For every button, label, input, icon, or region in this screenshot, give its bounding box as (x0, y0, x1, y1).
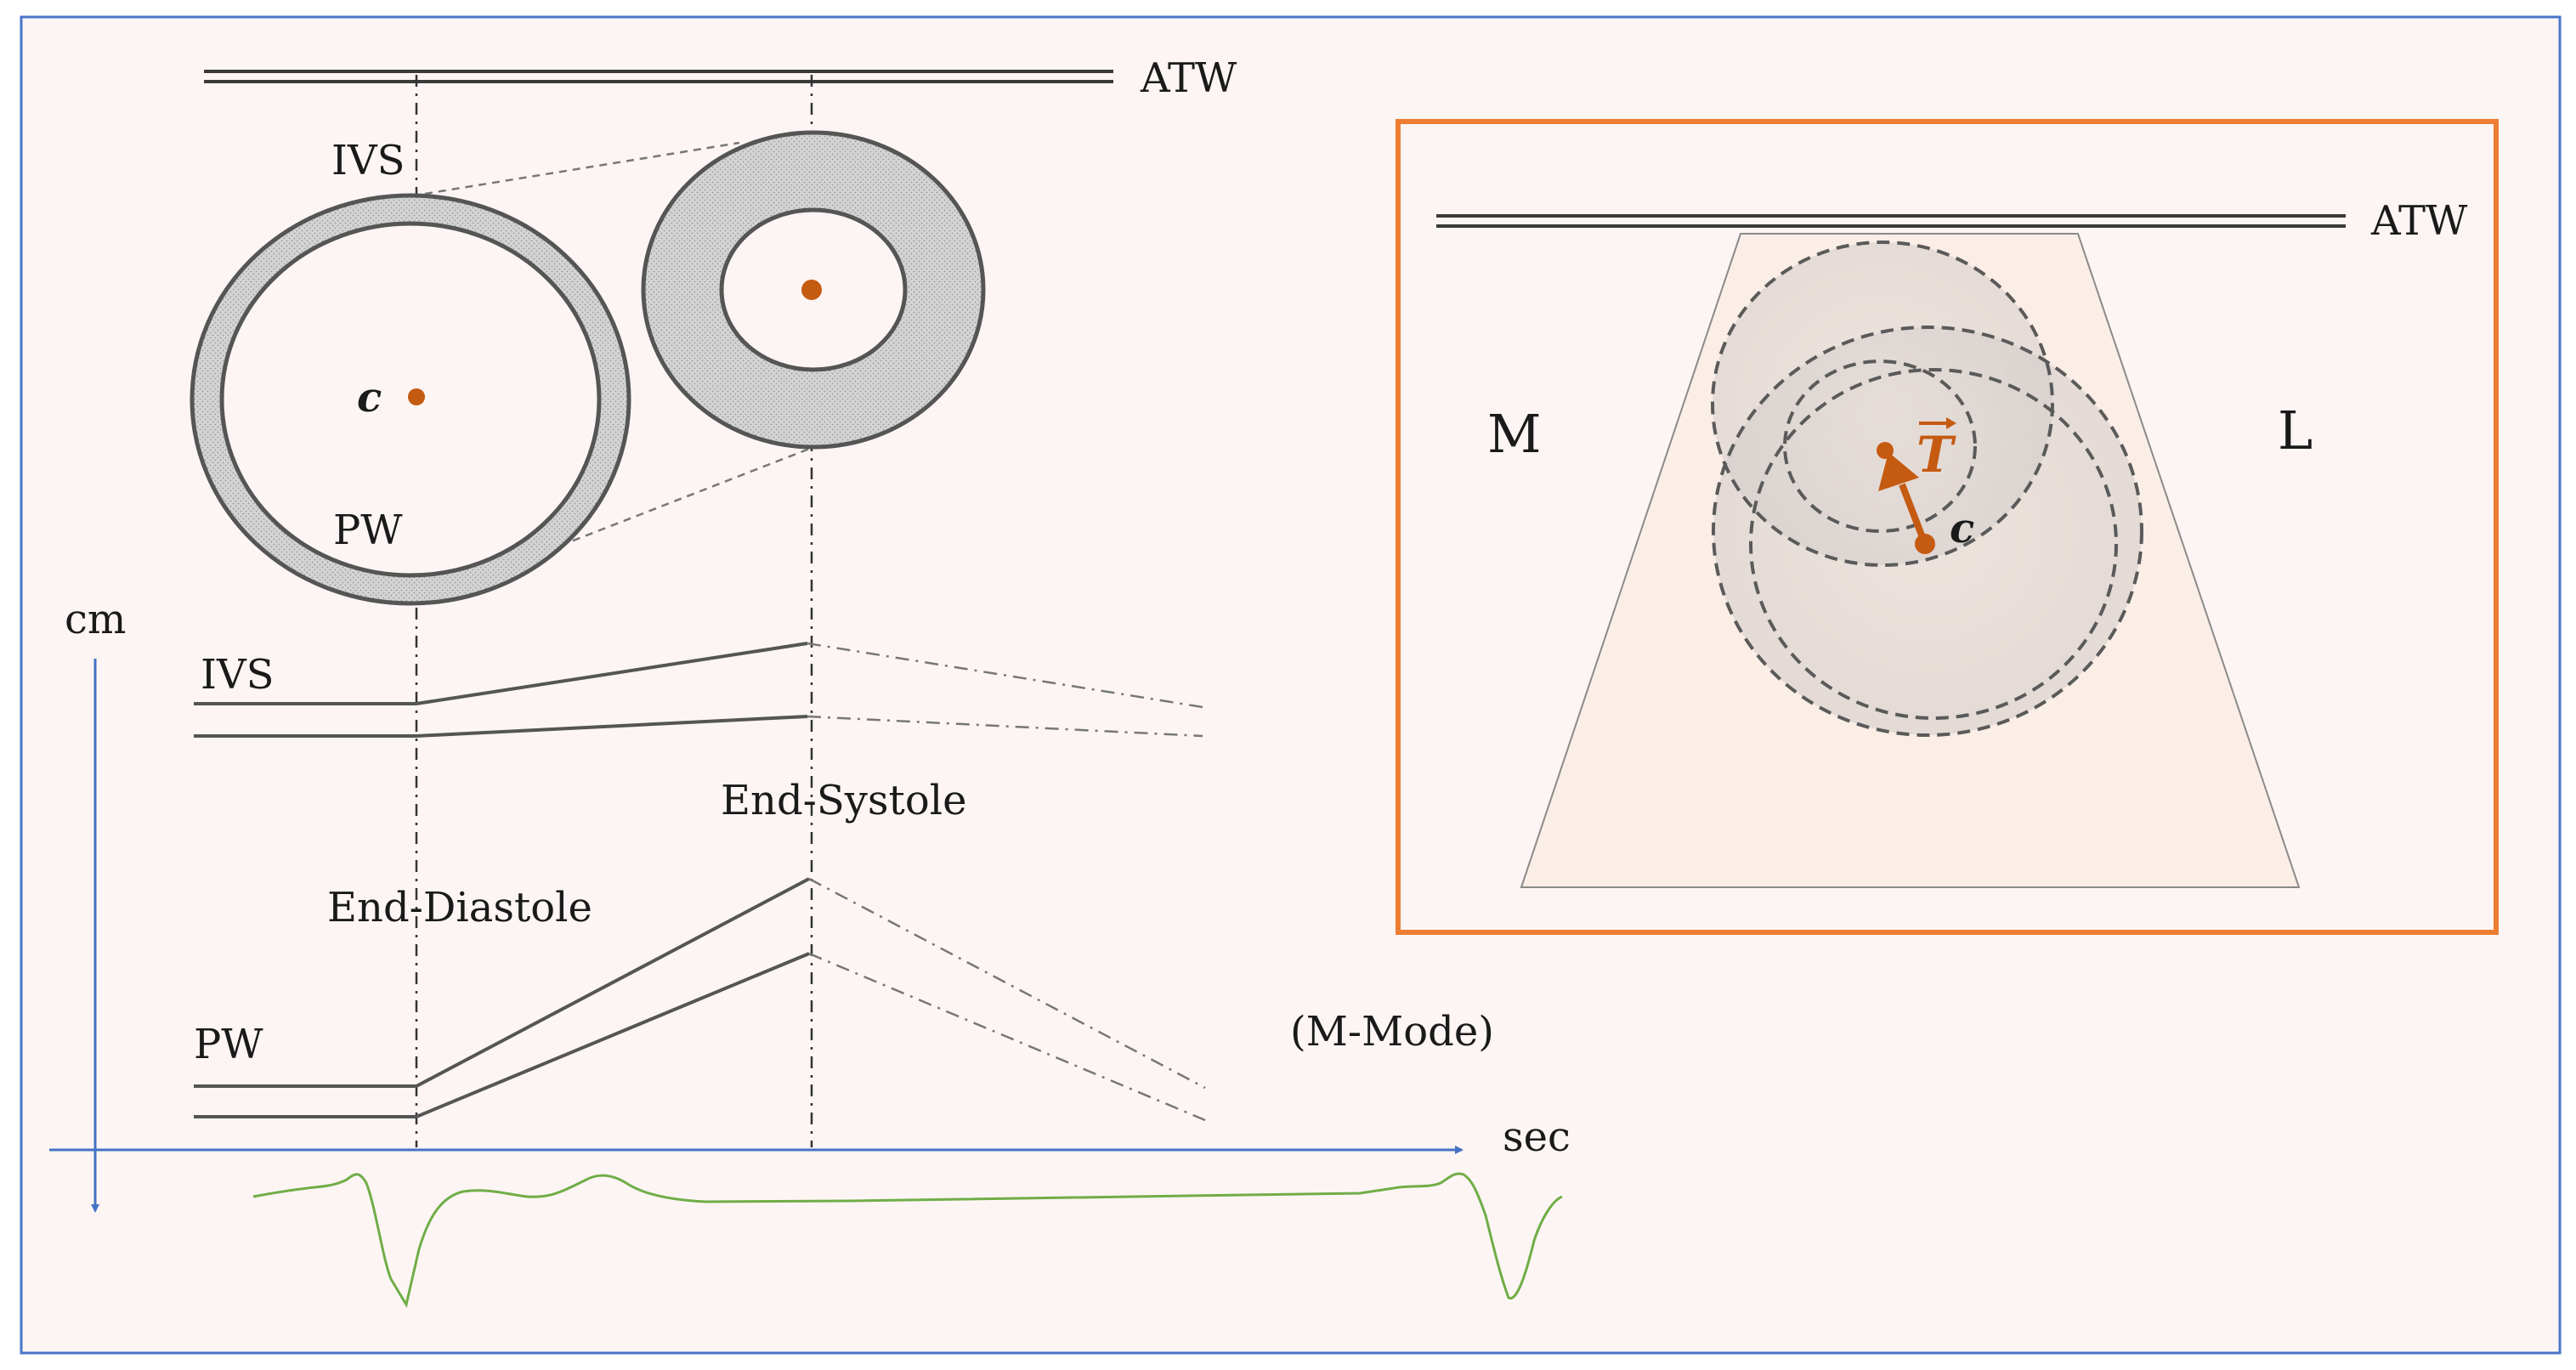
end-systole-label: End-Systole (721, 777, 966, 824)
vector-label: T (1916, 426, 1956, 484)
diastolic-center-marker (408, 388, 425, 405)
connector-top (424, 141, 740, 195)
translation-vector (1899, 483, 1928, 546)
inset-center-displaced (1877, 442, 1894, 459)
inset-center-c (1915, 534, 1935, 554)
left-panel: ATW c IVS PW cm sec (49, 54, 1571, 1308)
ecg-trace (252, 1172, 1563, 1308)
translation-vector-arrowhead (1878, 452, 1919, 491)
mmode-label: (M-Mode) (1290, 1008, 1494, 1056)
inset-atw-label: ATW (2370, 197, 2468, 245)
atw-label: ATW (1140, 54, 1237, 102)
systolic-center-marker (801, 280, 822, 300)
displaced-ventricle-rings (1711, 241, 2143, 737)
end-diastole-label: End-Diastole (327, 884, 592, 931)
ivs-ring-label: IVS (331, 137, 405, 184)
inset-center-label: c (1950, 505, 1974, 552)
lateral-label: L (2278, 399, 2313, 461)
mmode-ivs-label: IVS (201, 651, 275, 699)
mmode-pw-traces (194, 877, 1206, 1122)
mmode-pw-label: PW (194, 1021, 263, 1068)
axis-y-label: cm (65, 596, 126, 643)
axis-x-label: sec (1503, 1113, 1571, 1161)
center-label: c (357, 374, 382, 422)
vector-label-overarrow-head (1946, 417, 1956, 429)
medial-label: M (1487, 403, 1541, 465)
pw-ring-label: PW (333, 507, 403, 554)
mmode-ivs-traces (194, 642, 1203, 738)
inset-panel: ATW T c M L (1396, 119, 2499, 935)
